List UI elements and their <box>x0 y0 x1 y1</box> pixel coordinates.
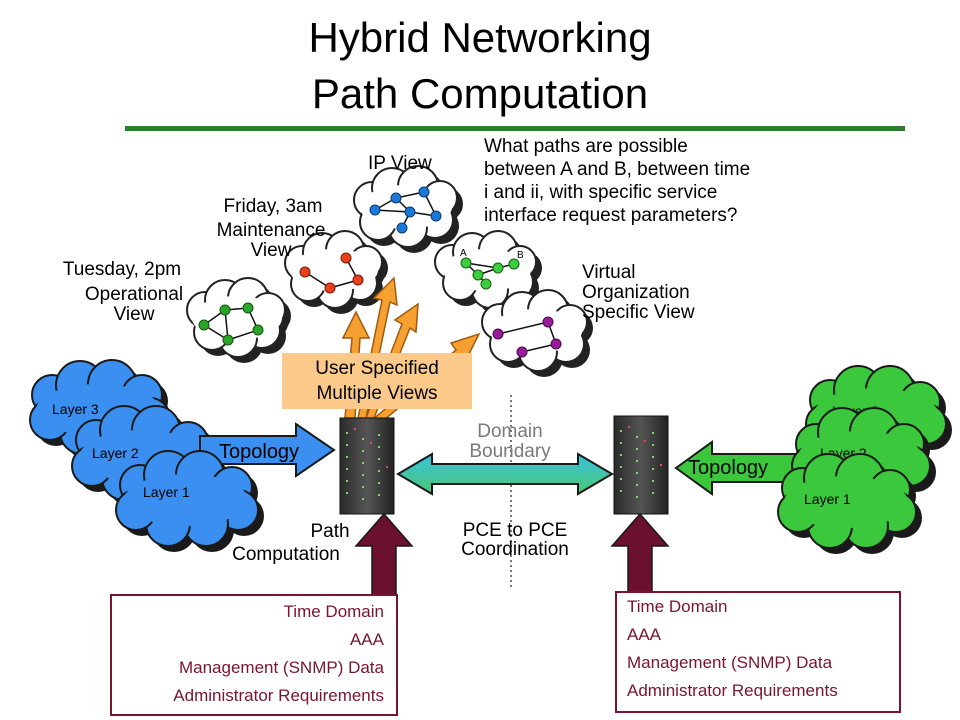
right-layer-1-label: Layer 1 <box>804 491 851 507</box>
virtual-label-line-1: Virtual <box>582 262 636 283</box>
right-input-aaa: AAA <box>627 625 662 644</box>
virtual-label-line-3: Specific View <box>582 302 695 323</box>
left-input-arrow <box>354 512 414 597</box>
path-computation-line-2: Computation <box>232 544 340 565</box>
question-line-1: What paths are possible <box>484 136 688 157</box>
tuesday-operational-cloud <box>186 277 291 363</box>
domain-boundary-line-1: Domain <box>477 421 543 442</box>
user-views-line-2: Multiple Views <box>316 383 438 404</box>
path-computation-line-1: Path <box>310 521 350 542</box>
virtual-organization-cloud <box>481 289 593 377</box>
right-pce-server <box>613 415 669 515</box>
page-title-line-1: Hybrid Networking <box>308 14 652 61</box>
page-title-line-2: Path Computation <box>311 70 649 117</box>
right-input-arrow <box>610 512 670 593</box>
question-line-4: interface request parameters? <box>484 205 738 226</box>
friday-label-line-1: Friday, 3am <box>223 196 323 217</box>
node-a-label: A <box>460 248 467 259</box>
right-topology-label: Topology <box>688 457 769 479</box>
right-input-management-data: Management (SNMP) Data <box>627 653 833 672</box>
friday-label-line-2: Maintenance <box>216 220 326 241</box>
friday-maintenance-cloud <box>284 230 388 314</box>
right-input-time-domain: Time Domain <box>627 597 728 616</box>
left-layer-3-label: Layer 3 <box>52 401 99 417</box>
right-input-admin-requirements: Administrator Requirements <box>627 681 838 700</box>
pce-to-pce-arrow <box>396 452 614 496</box>
pce-coordination-line-2: Coordination <box>461 539 569 560</box>
friday-label-line-3: View <box>250 240 292 261</box>
user-specified-views-box: User Specified Multiple Views <box>282 353 472 409</box>
a-b-path-cloud: A B <box>434 230 542 314</box>
node-b-label: B <box>517 250 524 261</box>
ip-view-cloud <box>353 165 463 253</box>
left-input-aaa: AAA <box>349 630 384 649</box>
left-input-admin-requirements: Administrator Requirements <box>173 686 384 705</box>
domain-boundary-line-2: Boundary <box>469 441 551 462</box>
left-topology-label: Topology <box>219 441 300 463</box>
right-layer-1-cloud: Layer 1 <box>777 453 922 554</box>
user-views-line-1: User Specified <box>315 358 439 379</box>
ip-view-label: IP View <box>368 153 432 174</box>
left-pce-server <box>339 417 395 515</box>
left-input-time-domain: Time Domain <box>283 602 384 621</box>
tuesday-label-line-2: Operational <box>84 284 184 305</box>
virtual-label-line-2: Organization <box>582 282 690 303</box>
question-line-3: i and ii, with specific service <box>484 182 718 203</box>
right-inputs-box: Time Domain AAA Management (SNMP) Data A… <box>615 591 901 713</box>
left-input-management-data: Management (SNMP) Data <box>178 658 384 677</box>
tuesday-label-line-3: View <box>113 304 155 325</box>
left-layer-1-label: Layer 1 <box>143 484 190 500</box>
question-line-2: between A and B, between time <box>484 159 751 180</box>
pce-coordination-line-1: PCE to PCE <box>462 520 568 541</box>
left-layer-2-label: Layer 2 <box>92 445 139 461</box>
left-layer-1-cloud: Layer 1 <box>115 450 264 552</box>
title-divider <box>125 126 905 131</box>
tuesday-label-line-1: Tuesday, 2pm <box>62 259 182 280</box>
left-inputs-box: Time Domain AAA Management (SNMP) Data A… <box>110 594 398 716</box>
